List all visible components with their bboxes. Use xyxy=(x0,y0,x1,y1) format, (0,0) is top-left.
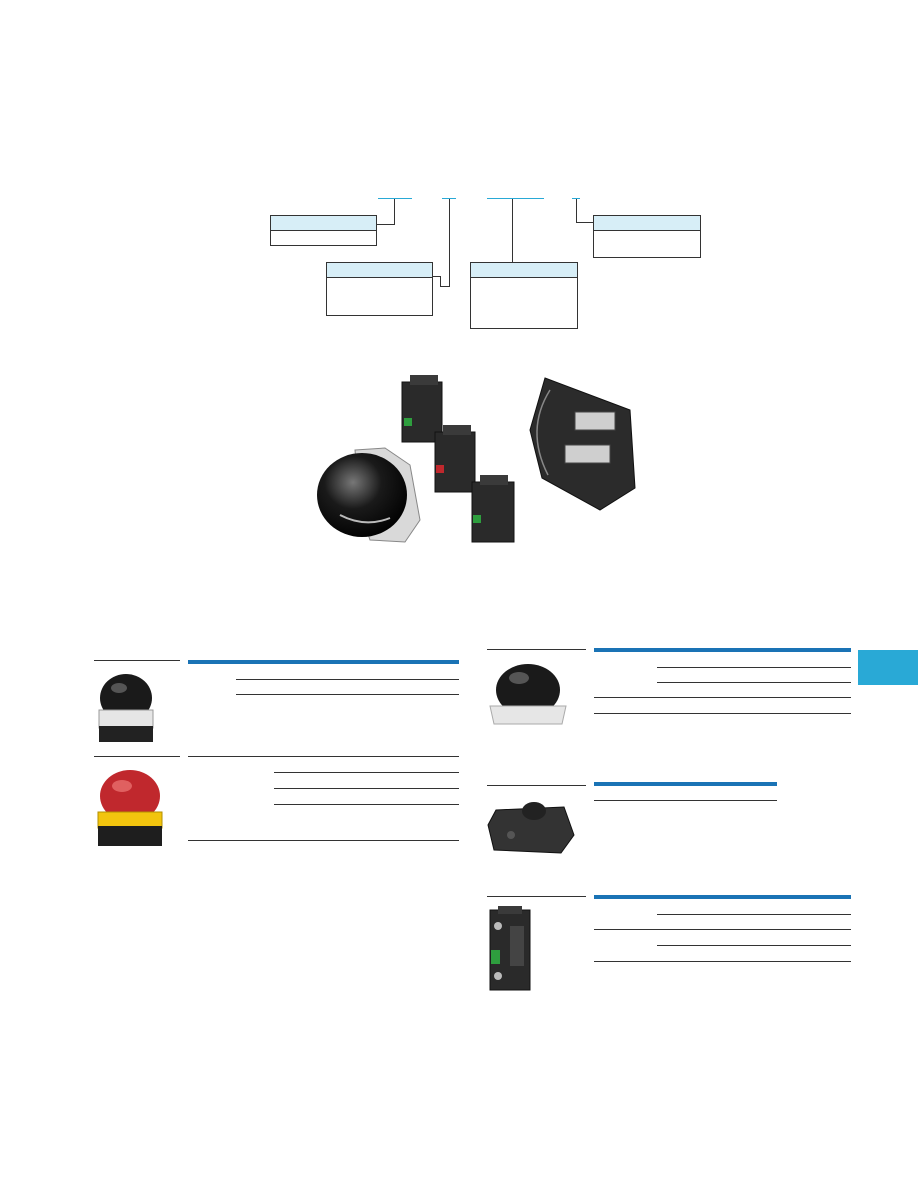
code-segment-1 xyxy=(378,198,412,199)
contact-block-image xyxy=(489,906,531,991)
code-box-3 xyxy=(470,262,578,329)
red-emergency-stop-enclosure-image xyxy=(97,770,163,846)
black-mushroom-actuator-image xyxy=(489,664,567,725)
enclosure-base xyxy=(529,377,636,511)
code-segment-2 xyxy=(442,198,456,199)
code-box-2 xyxy=(326,262,433,316)
contact-block-2 xyxy=(434,425,476,493)
black-pushbutton-enclosure-image xyxy=(98,674,154,742)
left-table-header-bar xyxy=(188,660,459,664)
right-table-header-bar-3 xyxy=(594,895,851,899)
code-box-4 xyxy=(593,215,701,258)
exploded-view-image xyxy=(317,375,636,543)
code-segment-4 xyxy=(572,198,580,199)
contact-block-3 xyxy=(471,475,515,543)
code-box-1 xyxy=(270,215,377,246)
right-table-header-bar-1 xyxy=(594,648,851,652)
code-segment-3 xyxy=(487,198,544,199)
right-table-header-bar-2 xyxy=(594,782,777,786)
section-tab xyxy=(858,650,918,685)
surface-mount-base-image xyxy=(487,802,575,854)
